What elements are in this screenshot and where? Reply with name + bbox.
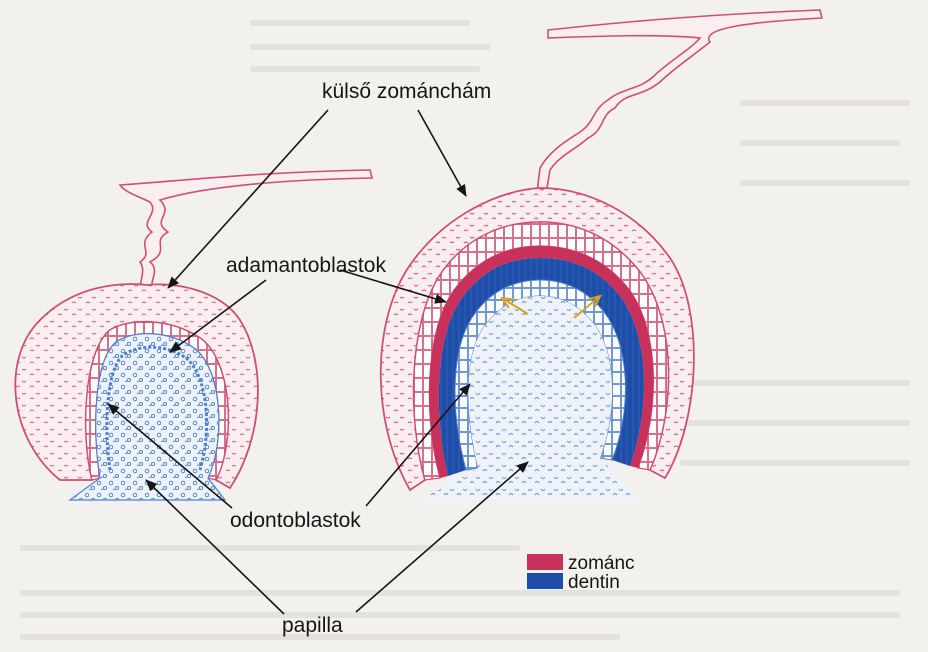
background-page-text xyxy=(20,20,910,640)
left-dental-lamina xyxy=(118,169,374,291)
legend-label-zomanc: zománc xyxy=(568,553,635,574)
legend-label-dentin: dentin xyxy=(568,572,620,593)
label-kulso-zomanchám: külső zománchám xyxy=(322,80,491,103)
growth-arrow-right xyxy=(573,296,600,319)
label-odontoblastok: odontoblastok xyxy=(230,509,361,532)
arrow-papilla-left xyxy=(145,479,285,615)
legend-swatch-dentin xyxy=(527,573,563,589)
legend: zománc dentin xyxy=(527,553,635,593)
right-dentin-layer xyxy=(438,258,644,476)
label-adamantoblastok: adamantoblastok xyxy=(226,254,386,277)
label-papilla: papilla xyxy=(282,614,343,637)
legend-swatch-zomanc xyxy=(527,554,563,570)
arrow-kulso-right xyxy=(417,109,467,197)
arrow-adamanto-right xyxy=(339,269,447,304)
arrow-kulso-left xyxy=(167,109,329,289)
arrow-odonto-right xyxy=(365,383,471,507)
right-dental-lamina xyxy=(535,9,824,201)
leader-arrows xyxy=(107,109,529,615)
left-tooth-germ xyxy=(14,169,374,501)
arrow-odonto-left xyxy=(107,403,233,509)
arrow-papilla-right xyxy=(355,461,529,613)
arrow-adamanto-left xyxy=(169,279,267,353)
right-tooth-germ xyxy=(379,9,824,500)
growth-arrow-left xyxy=(502,298,529,315)
